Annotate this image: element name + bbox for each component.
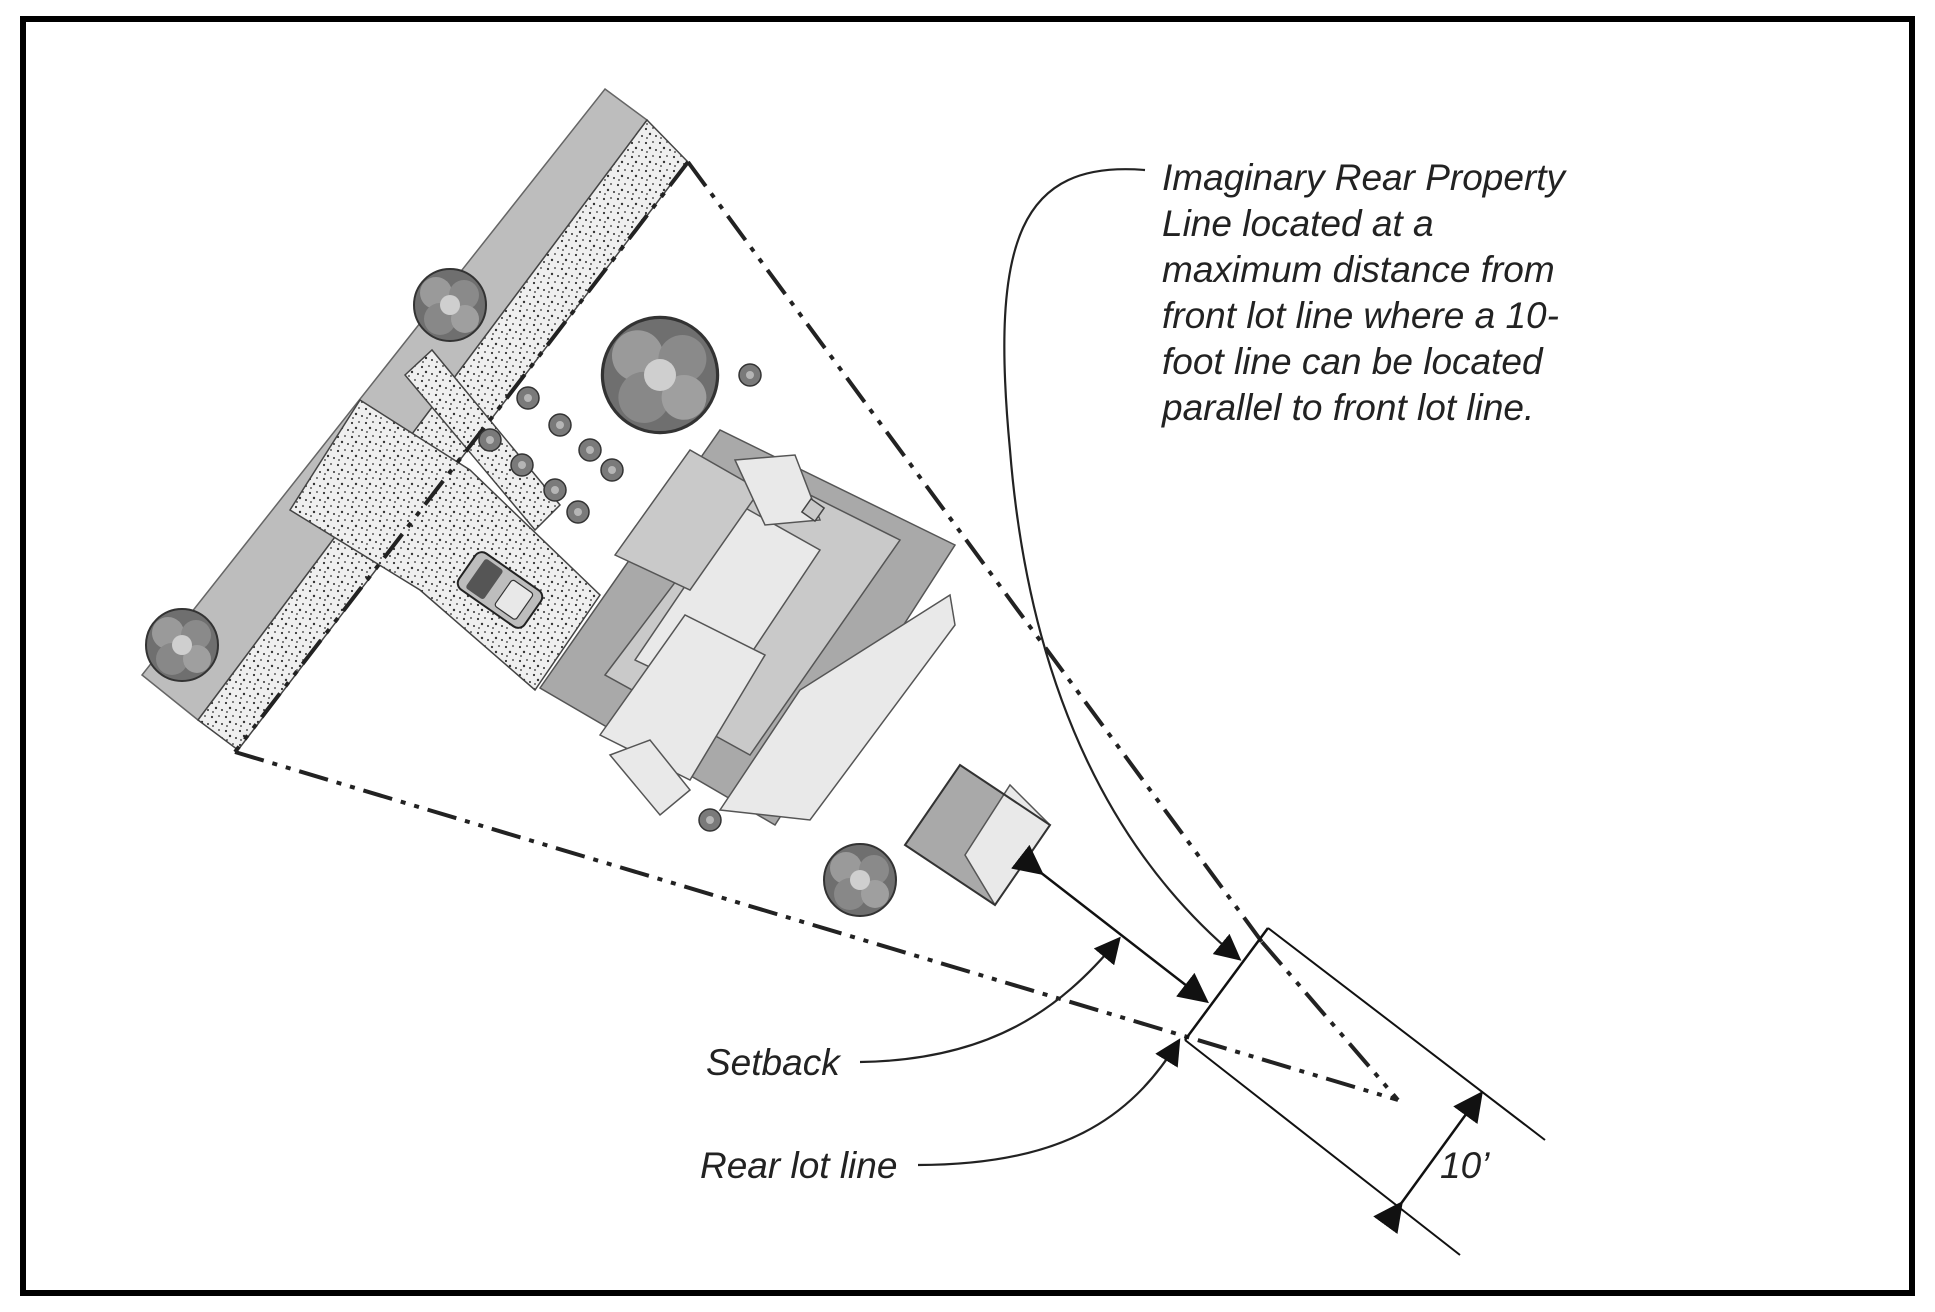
house — [538, 429, 957, 827]
rear-yard-tree — [823, 843, 897, 917]
front-lot-line — [233, 160, 690, 754]
street-tree-north — [413, 268, 487, 342]
note-line-4: front lot line where a 10- — [1162, 295, 1559, 336]
note-line-5: foot line can be located — [1162, 341, 1544, 382]
ten-foot-dimension-arrow — [1373, 1090, 1483, 1235]
setback-label: Setback — [706, 1042, 842, 1083]
note-line-1: Imaginary Rear Property — [1162, 157, 1568, 198]
large-yard-tree — [600, 315, 720, 435]
accessory-building — [903, 763, 1052, 907]
ten-foot-label: 10’ — [1440, 1145, 1490, 1186]
side-lot-line-south — [234, 750, 1399, 1102]
note-line-6: parallel to front lot line. — [1161, 387, 1534, 428]
car — [456, 551, 544, 629]
rear-lot-line-label: Rear lot line — [700, 1145, 897, 1186]
setback-dimension-arrow — [1011, 844, 1209, 1004]
note-line-3: maximum distance from — [1162, 249, 1555, 290]
note-leader-line — [1003, 168, 1242, 961]
setback-leader-line — [859, 936, 1121, 1064]
note-line-2: Line located at a — [1162, 203, 1434, 244]
street-tree-south — [145, 608, 219, 682]
imaginary-line-note: Imaginary Rear Property Line located at … — [1161, 157, 1568, 428]
figure-frame — [20, 16, 1915, 1296]
rear-lot-line-leader — [917, 1038, 1181, 1167]
rear-triangle-tip — [1260, 940, 1400, 1102]
side-lot-line-north — [686, 160, 1264, 944]
